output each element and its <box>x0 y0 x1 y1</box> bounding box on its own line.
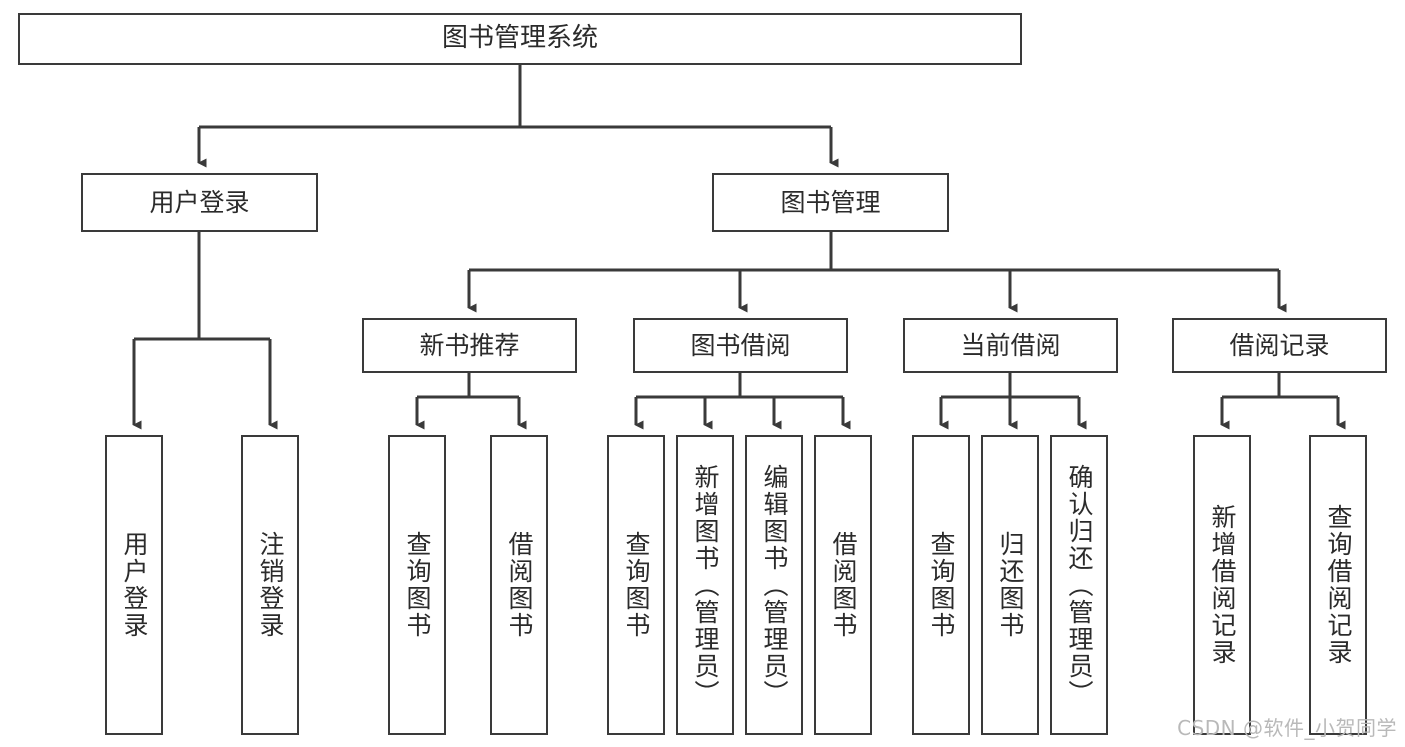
node-leaf-query-record-label: 查询借阅记录 <box>1324 504 1353 666</box>
node-new-book-rec-label: 新书推荐 <box>419 330 520 360</box>
node-leaf-borrow-book-2[interactable]: 借阅图书 <box>814 435 872 735</box>
node-current-borrow-label: 当前借阅 <box>960 330 1061 360</box>
node-leaf-query-book-1-label: 查询图书 <box>403 531 432 639</box>
node-leaf-edit-book[interactable]: 编辑图书（管理员） <box>745 435 803 735</box>
node-leaf-user-logout[interactable]: 注销登录 <box>241 435 299 735</box>
node-leaf-return-book-label: 归还图书 <box>996 531 1025 639</box>
node-root-label: 图书管理系统 <box>441 23 598 54</box>
node-leaf-add-record[interactable]: 新增借阅记录 <box>1193 435 1251 735</box>
csdn-watermark: CSDN @软件_小贺同学 <box>1177 716 1397 740</box>
node-leaf-query-book-3-label: 查询图书 <box>927 531 956 639</box>
node-borrow-record[interactable]: 借阅记录 <box>1172 318 1387 373</box>
node-leaf-add-record-label: 新增借阅记录 <box>1208 504 1237 666</box>
node-current-borrow[interactable]: 当前借阅 <box>903 318 1118 373</box>
node-leaf-borrow-book-1[interactable]: 借阅图书 <box>490 435 548 735</box>
node-leaf-add-book-label: 新增图书（管理员） <box>691 463 720 707</box>
node-leaf-user-logout-label: 注销登录 <box>256 531 285 639</box>
node-book-borrow-label: 图书借阅 <box>690 330 791 360</box>
node-leaf-query-book-2[interactable]: 查询图书 <box>607 435 665 735</box>
node-leaf-user-login[interactable]: 用户登录 <box>105 435 163 735</box>
node-leaf-add-book[interactable]: 新增图书（管理员） <box>676 435 734 735</box>
node-root[interactable]: 图书管理系统 <box>18 13 1022 65</box>
node-leaf-borrow-book-2-label: 借阅图书 <box>829 531 858 639</box>
node-leaf-edit-book-label: 编辑图书（管理员） <box>760 463 789 707</box>
node-leaf-return-book[interactable]: 归还图书 <box>981 435 1039 735</box>
node-book-borrow[interactable]: 图书借阅 <box>633 318 848 373</box>
node-book-manage-label: 图书管理 <box>780 187 881 217</box>
node-leaf-confirm-return[interactable]: 确认归还（管理员） <box>1050 435 1108 735</box>
node-leaf-query-book-1[interactable]: 查询图书 <box>388 435 446 735</box>
node-leaf-confirm-return-label: 确认归还（管理员） <box>1065 463 1094 707</box>
node-leaf-query-record[interactable]: 查询借阅记录 <box>1309 435 1367 735</box>
node-borrow-record-label: 借阅记录 <box>1229 330 1330 360</box>
node-new-book-rec[interactable]: 新书推荐 <box>362 318 577 373</box>
node-user-login[interactable]: 用户登录 <box>81 173 318 232</box>
node-user-login-label: 用户登录 <box>149 187 250 217</box>
node-leaf-borrow-book-1-label: 借阅图书 <box>505 531 534 639</box>
node-leaf-query-book-3[interactable]: 查询图书 <box>912 435 970 735</box>
node-leaf-query-book-2-label: 查询图书 <box>622 531 651 639</box>
node-book-manage[interactable]: 图书管理 <box>712 173 949 232</box>
node-leaf-user-login-label: 用户登录 <box>120 531 149 639</box>
